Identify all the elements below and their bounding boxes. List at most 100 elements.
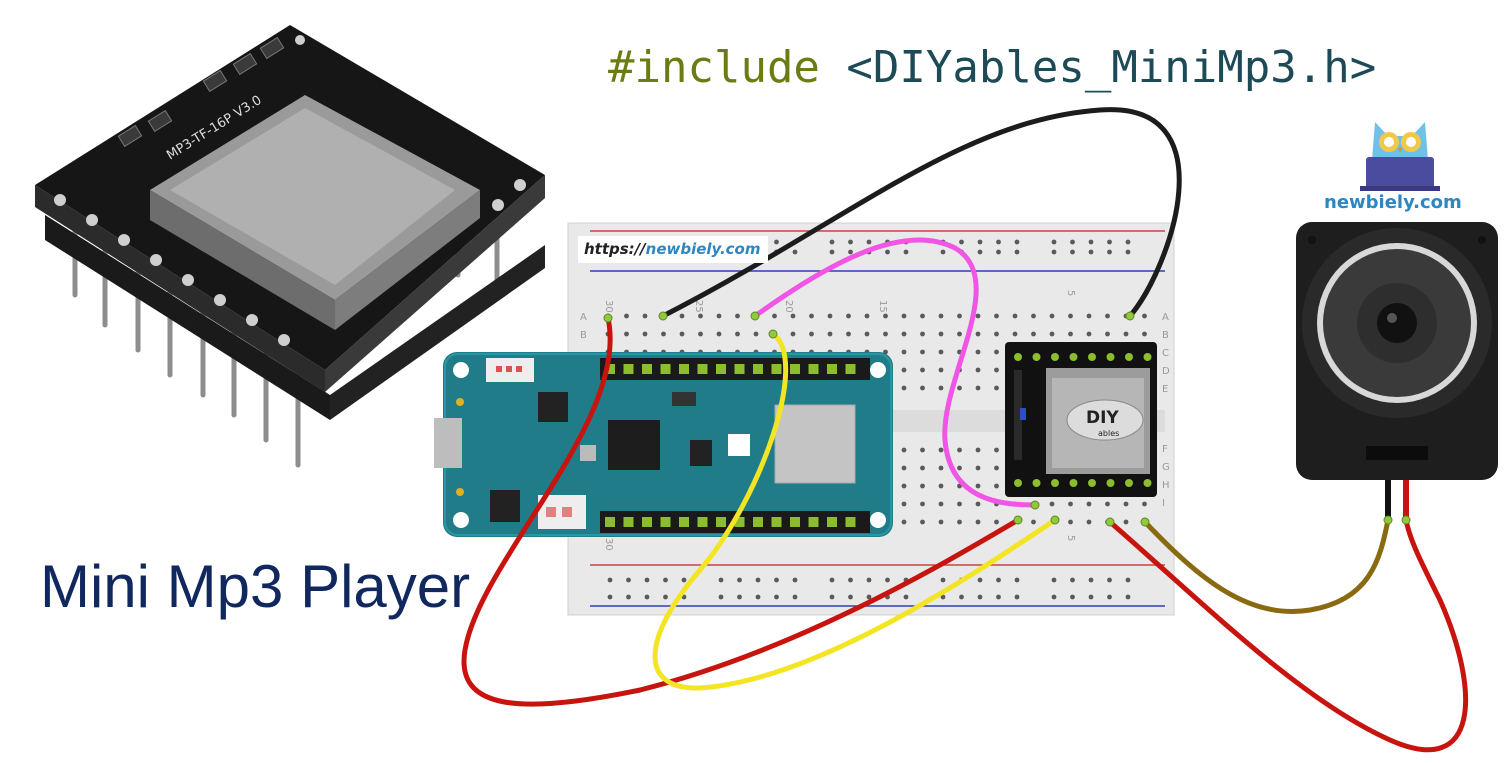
svg-text:B: B	[580, 330, 587, 341]
terminal-hole	[938, 385, 944, 391]
terminal-hole	[864, 331, 870, 337]
rail-hole	[1125, 239, 1131, 245]
terminal-hole	[957, 331, 962, 337]
rail-hole	[1125, 249, 1131, 255]
terminal-hole	[938, 331, 944, 337]
svg-text:B: B	[1162, 330, 1169, 341]
rail-hole	[774, 594, 779, 600]
terminal-hole	[735, 331, 740, 337]
header-pin	[753, 364, 763, 374]
terminal-hole	[957, 501, 962, 507]
header-pin	[660, 517, 671, 527]
rail-hole	[607, 577, 613, 583]
rail-hole	[681, 577, 687, 583]
terminal-hole	[642, 313, 648, 319]
terminal-hole	[716, 331, 722, 337]
terminal-hole	[753, 331, 759, 337]
terminal-hole	[994, 367, 999, 373]
terminal-hole	[642, 331, 648, 337]
terminal-hole	[920, 367, 925, 373]
terminal-hole	[1049, 313, 1055, 319]
rail-hole	[866, 239, 872, 245]
rail-hole	[829, 577, 835, 583]
rail-hole	[866, 577, 872, 583]
terminal-hole	[901, 331, 907, 337]
terminal-hole	[1105, 313, 1110, 319]
terminal-hole	[901, 349, 907, 355]
rail-hole	[885, 249, 890, 255]
rail-hole	[644, 594, 650, 600]
terminal-hole	[1086, 501, 1092, 507]
rail-hole	[1014, 594, 1020, 600]
module-pin	[1032, 479, 1041, 487]
rail-hole	[885, 577, 890, 583]
breadboard-url-label: https://newbiely.com	[578, 236, 768, 263]
rail-hole	[848, 249, 853, 255]
rail-hole	[663, 577, 668, 583]
rail-hole	[1107, 249, 1112, 255]
brand-name: newbiely.com	[1324, 192, 1462, 213]
header-pin	[605, 517, 615, 527]
terminal-hole	[790, 331, 796, 337]
header-pin	[697, 517, 708, 527]
wire-brown	[1142, 517, 1391, 614]
terminal-hole	[957, 519, 962, 525]
rail-hole	[996, 577, 1001, 583]
terminal-hole	[938, 349, 944, 355]
rail-hole	[718, 577, 724, 583]
terminal-hole	[846, 331, 851, 337]
terminal-hole	[994, 465, 999, 471]
terminal-hole	[901, 385, 907, 391]
rail-hole	[1107, 239, 1112, 245]
rail-hole	[996, 249, 1001, 255]
terminal-hole	[975, 331, 981, 337]
terminal-hole	[661, 331, 666, 337]
module-pin	[1014, 353, 1022, 361]
rail-hole	[774, 577, 779, 583]
terminal-hole	[901, 483, 907, 489]
terminal-hole	[938, 483, 944, 489]
rail-hole	[1088, 577, 1094, 583]
rail-hole	[1088, 239, 1094, 245]
rail-hole	[940, 577, 946, 583]
module-pin	[1051, 479, 1059, 487]
rail-hole	[774, 239, 779, 245]
terminal-hole	[1105, 331, 1110, 337]
rail-hole	[829, 249, 835, 255]
terminal-hole	[920, 349, 925, 355]
terminal-hole	[901, 519, 907, 525]
rail-hole	[1014, 239, 1020, 245]
rail-hole	[903, 594, 909, 600]
rail-hole	[940, 594, 946, 600]
rail-hole	[996, 239, 1001, 245]
header-pin	[827, 364, 837, 374]
terminal-hole	[1123, 501, 1129, 507]
terminal-hole	[827, 313, 833, 319]
terminal-hole	[827, 331, 833, 337]
terminal-hole	[846, 313, 851, 319]
module-pin	[1125, 353, 1133, 361]
rail-hole	[1051, 239, 1057, 245]
rail-hole	[829, 239, 835, 245]
terminal-hole	[994, 483, 999, 489]
terminal-hole	[772, 313, 777, 319]
rail-hole	[1051, 249, 1057, 255]
terminal-hole	[790, 313, 796, 319]
terminal-hole	[809, 331, 814, 337]
terminal-hole	[1142, 313, 1147, 319]
terminal-hole	[1142, 331, 1147, 337]
terminal-hole	[809, 313, 814, 319]
terminal-hole	[1105, 501, 1110, 507]
diagram-title: Mini Mp3 Player	[40, 553, 471, 620]
terminal-hole	[1086, 313, 1092, 319]
header-pin	[790, 517, 800, 527]
rail-hole	[866, 594, 872, 600]
terminal-hole	[920, 385, 925, 391]
svg-text:A: A	[1162, 312, 1169, 323]
rail-hole	[959, 594, 964, 600]
terminal-hole	[920, 519, 925, 525]
header-pin	[623, 364, 634, 374]
terminal-hole	[1123, 519, 1129, 525]
terminal-hole	[957, 465, 962, 471]
